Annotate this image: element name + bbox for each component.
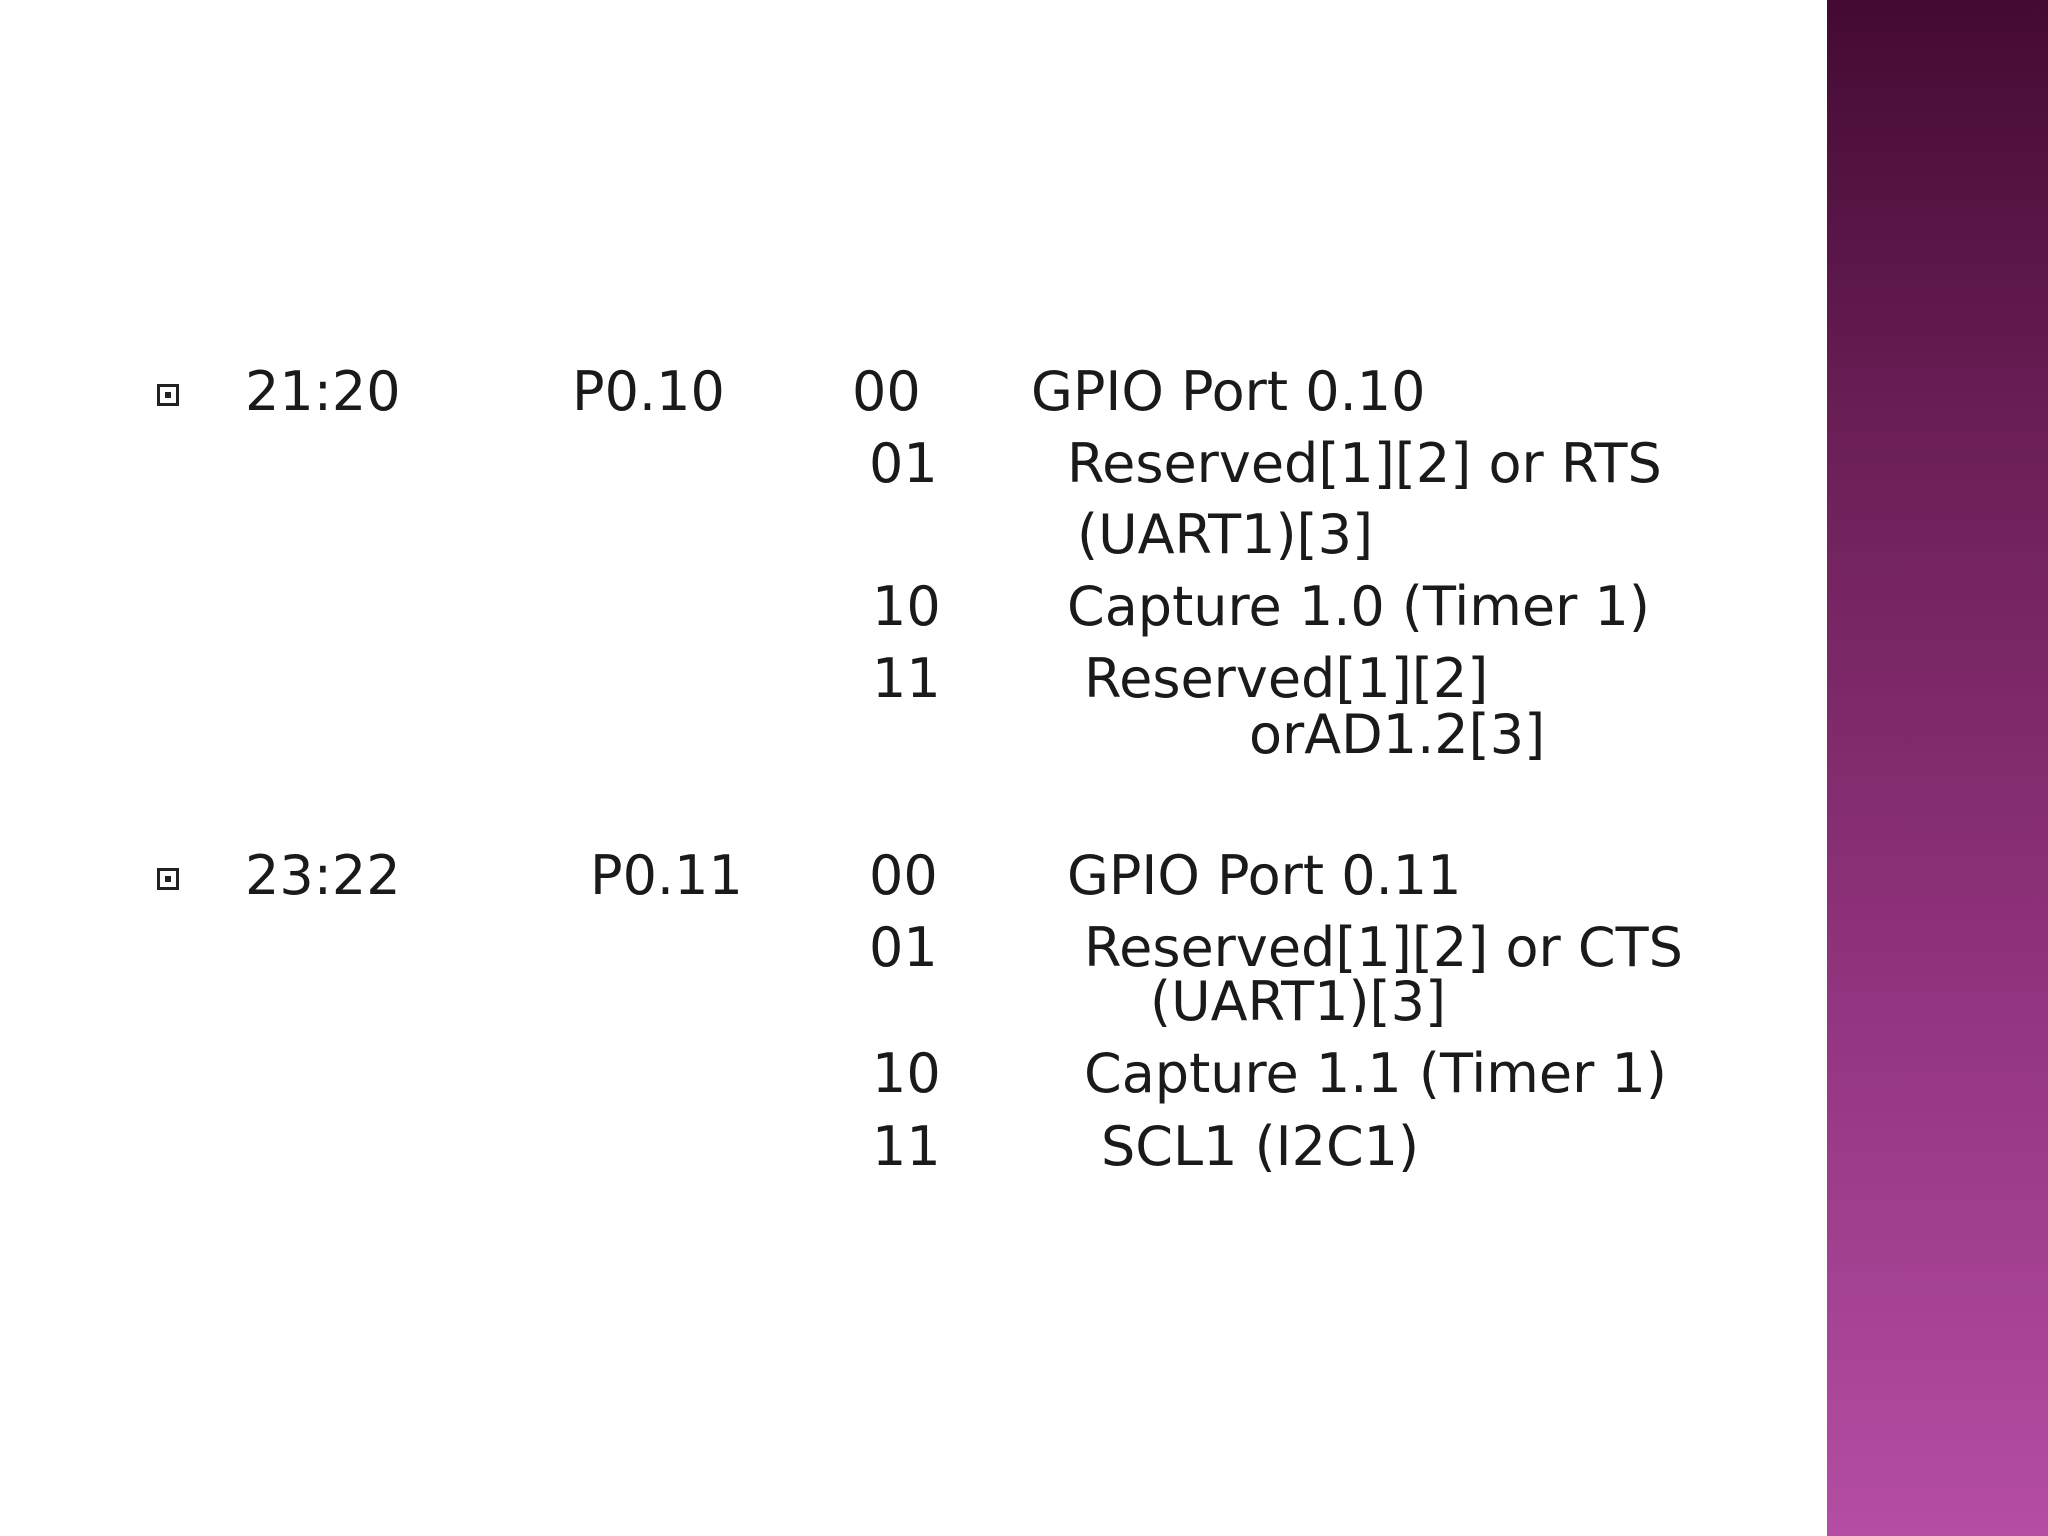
option-code: 10 bbox=[872, 575, 941, 638]
pin-name: P0.10 bbox=[572, 360, 725, 423]
option-function: SCL1 (I2C1) bbox=[1101, 1115, 1420, 1178]
option-function: Reserved[1][2] or RTS bbox=[1067, 432, 1662, 495]
option-code: 11 bbox=[872, 647, 941, 710]
option-code: 00 bbox=[852, 360, 921, 423]
option-function: GPIO Port 0.10 bbox=[1031, 360, 1426, 423]
option-function-continued: (UART1)[3] bbox=[1077, 503, 1374, 566]
bit-range: 23:22 bbox=[245, 844, 401, 907]
bit-range: 21:20 bbox=[245, 360, 401, 423]
square-bullet-icon bbox=[157, 384, 179, 406]
option-function-continued: orAD1.2[3] bbox=[1249, 703, 1546, 766]
option-code: 01 bbox=[869, 916, 938, 979]
option-function: GPIO Port 0.11 bbox=[1067, 844, 1462, 907]
option-function: Reserved[1][2] or CTS bbox=[1084, 916, 1683, 979]
option-code: 10 bbox=[872, 1042, 941, 1105]
option-code: 11 bbox=[872, 1115, 941, 1178]
option-function: Reserved[1][2] bbox=[1084, 647, 1489, 710]
option-function-continued: (UART1)[3] bbox=[1150, 970, 1447, 1033]
pin-name: P0.11 bbox=[590, 844, 743, 907]
option-function: Capture 1.0 (Timer 1) bbox=[1067, 575, 1650, 638]
option-code: 01 bbox=[869, 432, 938, 495]
decorative-side-band bbox=[1827, 0, 2048, 1536]
option-code: 00 bbox=[869, 844, 938, 907]
option-function: Capture 1.1 (Timer 1) bbox=[1084, 1042, 1667, 1105]
square-bullet-icon bbox=[157, 868, 179, 890]
